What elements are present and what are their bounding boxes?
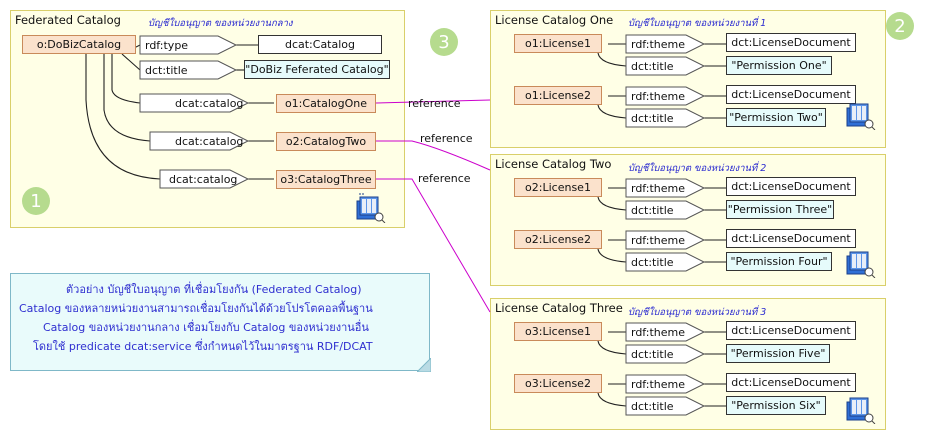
license-document-node-1-2[interactable]: dct:LicenseDocument — [726, 85, 856, 104]
note-line-4: โดยใช้ predicate dcat:service ซึ่งกำหนดไ… — [33, 340, 373, 353]
license-subject-3-2[interactable]: o3:License2 — [514, 374, 602, 393]
permission-literal-1-1[interactable]: "Permission One" — [726, 56, 832, 75]
license-subject-1-2[interactable]: o1:License2 — [514, 86, 602, 105]
permission-literal-2-1[interactable]: "Permission Three" — [726, 200, 834, 219]
badge-catalog-one: 2 — [886, 12, 914, 40]
federated-catalog-subtitle: บัญชีใบอนุญาต ของหน่วยงานกลาง — [148, 18, 293, 29]
catalog-two-node[interactable]: o2:CatalogTwo — [276, 132, 376, 151]
reference-label-two: reference — [420, 132, 473, 145]
note-line-1: ตัวอย่าง บัญชีใบอนุญาต ที่เชื่อมโยงกัน (… — [66, 283, 362, 296]
reference-label-three: reference — [418, 172, 471, 185]
rdf-type-predicate: rdf:type — [145, 38, 189, 52]
license-catalog-two-subtitle: บัญชีใบอนุญาต ของหน่วยงานที่ 2 — [628, 163, 767, 174]
note-line-3: Catalog ของหน่วยงานกลาง เชื่อมโยงกับ Cat… — [43, 321, 369, 334]
title-predicate-2-1: dct:title — [631, 203, 674, 217]
license-catalog-three-subtitle: บัญชีใบอนุญาต ของหน่วยงานที่ 3 — [628, 307, 767, 318]
theme-predicate-1-1: rdf:theme — [631, 37, 686, 51]
license-document-node-2-1[interactable]: dct:LicenseDocument — [726, 177, 856, 196]
title-predicate-3-1: dct:title — [631, 347, 674, 361]
dcat-catalog-predicate-2: dcat:catalog — [175, 134, 244, 148]
dcat-catalog-type-node[interactable]: dcat:Catalog — [258, 35, 382, 54]
note-line-2: Catalog ของหลายหน่วยงานสามารถเชื่อมโยงกั… — [19, 302, 373, 315]
dcat-catalog-predicate-3: dcat:catalog — [169, 172, 238, 186]
dct-title-predicate: dct:title — [145, 63, 188, 77]
license-document-node-3-2[interactable]: dct:LicenseDocument — [726, 373, 856, 392]
permission-literal-2-2[interactable]: "Permission Four" — [726, 252, 832, 271]
theme-predicate-1-2: rdf:theme — [631, 89, 686, 103]
title-predicate-2-2: dct:title — [631, 255, 674, 269]
license-document-node-3-1[interactable]: dct:LicenseDocument — [726, 321, 856, 340]
permission-literal-1-2[interactable]: "Permission Two" — [726, 108, 826, 127]
database-server-icon — [846, 397, 876, 424]
theme-predicate-3-1: rdf:theme — [631, 325, 686, 339]
license-subject-2-1[interactable]: o2:License1 — [514, 178, 602, 197]
catalog-three-node[interactable]: o3:CatalogThree — [276, 170, 376, 189]
title-predicate-3-2: dct:title — [631, 399, 674, 413]
permission-literal-3-2[interactable]: "Permission Six" — [726, 396, 826, 415]
license-subject-1-1[interactable]: o1:License1 — [514, 34, 602, 53]
catalog-one-node[interactable]: o1:CatalogOne — [276, 94, 376, 113]
badge-federated: 1 — [22, 187, 50, 215]
license-subject-3-1[interactable]: o3:License1 — [514, 322, 602, 341]
federated-catalog-title: Federated Catalog — [15, 13, 121, 27]
badge-center: 3 — [430, 28, 458, 56]
database-server-icon — [846, 103, 876, 130]
license-subject-2-2[interactable]: o2:License2 — [514, 230, 602, 249]
title-predicate-1-2: dct:title — [631, 111, 674, 125]
theme-predicate-3-2: rdf:theme — [631, 377, 686, 391]
catalog-subject-node[interactable]: o:DoBizCatalog — [22, 35, 136, 54]
database-server-icon — [356, 193, 386, 223]
database-server-icon — [846, 251, 876, 278]
title-predicate-1-1: dct:title — [631, 59, 674, 73]
license-catalog-one-subtitle: บัญชีใบอนุญาต ของหน่วยงานที่ 1 — [628, 18, 767, 29]
license-catalog-three-title: License Catalog Three — [495, 301, 623, 315]
explanation-note: ตัวอย่าง บัญชีใบอนุญาต ที่เชื่อมโยงกัน (… — [10, 273, 430, 371]
dcat-catalog-predicate-1: dcat:catalog — [175, 96, 244, 110]
note-fold-corner — [417, 358, 431, 372]
permission-literal-3-1[interactable]: "Permission Five" — [726, 344, 830, 363]
reference-label-one: reference — [408, 97, 461, 110]
theme-predicate-2-1: rdf:theme — [631, 181, 686, 195]
license-document-node-2-2[interactable]: dct:LicenseDocument — [726, 229, 856, 248]
catalog-title-literal[interactable]: "DoBiz Feferated Catalog" — [244, 60, 390, 79]
license-catalog-two-title: License Catalog Two — [495, 157, 612, 171]
theme-predicate-2-2: rdf:theme — [631, 233, 686, 247]
license-catalog-one-title: License Catalog One — [495, 13, 614, 27]
license-document-node-1-1[interactable]: dct:LicenseDocument — [726, 33, 856, 52]
